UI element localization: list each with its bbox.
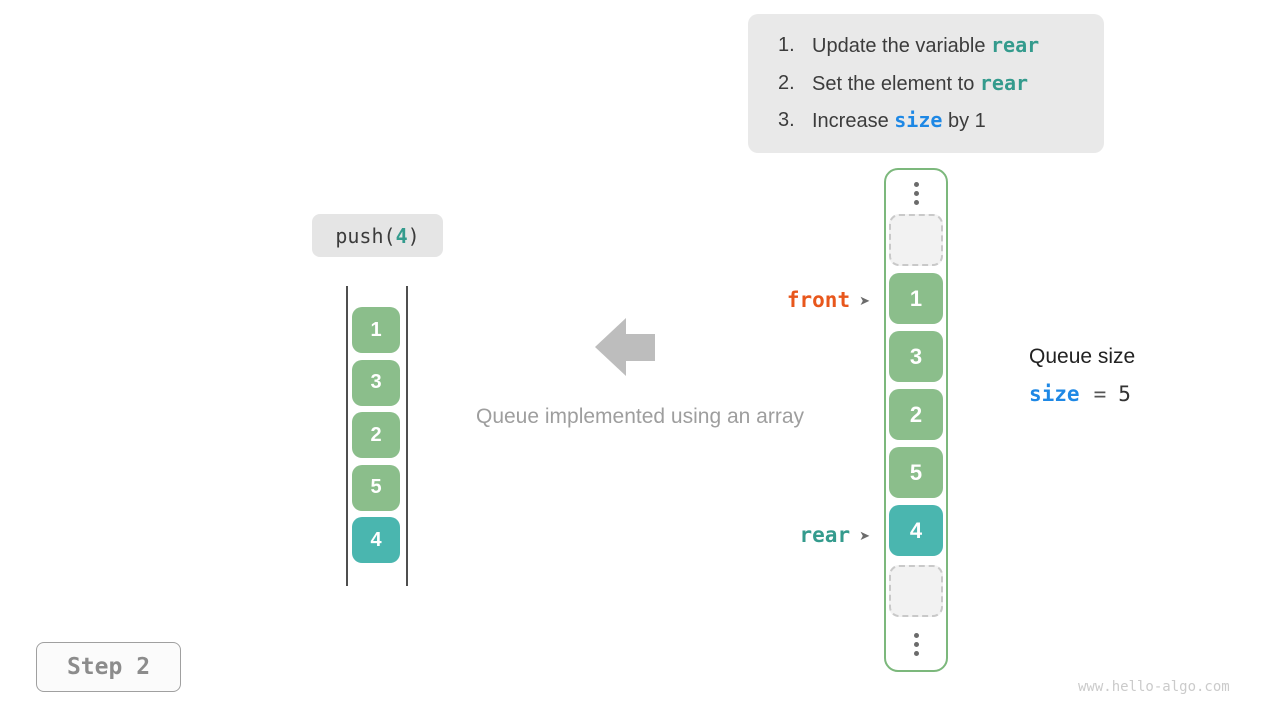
code-token-rear: rear <box>991 33 1040 57</box>
queue-cell: 2 <box>889 389 943 440</box>
rear-pointer-label: rear <box>799 523 851 547</box>
queue-size-block: Queue size size = 5 <box>1029 345 1135 406</box>
diagram-caption: Queue implemented using an array <box>475 405 805 428</box>
arrow-tail <box>626 333 655 361</box>
queue-array: 1 3 2 5 4 <box>884 168 948 672</box>
step-badge: Step 2 <box>36 642 181 692</box>
watermark: www.hello-algo.com <box>1078 679 1230 695</box>
instruction-prefix: Update the variable <box>812 35 992 57</box>
instruction-prefix: Set the element to <box>812 72 980 95</box>
left-arrow-icon <box>595 318 655 376</box>
instruction-suffix: by 1 <box>942 110 986 132</box>
arrow-head <box>595 318 626 376</box>
code-token-rear: rear <box>979 70 1029 95</box>
pointer-arrow-icon: ➤ <box>859 527 870 543</box>
array-cell: 2 <box>352 412 400 458</box>
queue-cell: 3 <box>889 331 943 382</box>
array-cell: 5 <box>352 464 400 511</box>
empty-cell <box>889 565 943 617</box>
queue-cell-rear: 4 <box>889 505 943 556</box>
array-cell: 1 <box>352 307 400 353</box>
instruction-number: 2. <box>778 71 795 94</box>
equals-sign: = <box>1093 382 1107 406</box>
instructions-panel: 1. Update the variable rear 2. Set the e… <box>748 14 1104 153</box>
queue-size-title: Queue size <box>1029 345 1136 368</box>
rear-pointer: rear ➤ <box>738 523 870 547</box>
queue-cell-front: 1 <box>889 273 943 324</box>
instruction-prefix: Increase <box>812 110 895 132</box>
step-label: Step 2 <box>66 654 151 680</box>
instruction-text: Set the element to rear <box>812 70 1029 96</box>
operation-label: push(4) <box>312 214 443 257</box>
front-pointer-label: front <box>786 288 851 312</box>
ellipsis-icon <box>913 182 919 205</box>
array-cell: 3 <box>352 359 400 406</box>
code-token-size: size <box>1029 382 1080 406</box>
array-line-right <box>406 286 408 586</box>
queue-size-value: 5 <box>1118 382 1131 406</box>
instruction-number: 3. <box>778 109 795 131</box>
instruction-number: 1. <box>778 34 795 56</box>
array-line-left <box>346 286 348 586</box>
code-token-size: size <box>894 108 943 132</box>
front-pointer: front ➤ <box>738 288 870 312</box>
array-left: 1 3 2 5 4 <box>352 307 400 563</box>
queue-size-value-row: size = 5 <box>1029 382 1135 406</box>
array-cell-new: 4 <box>352 517 400 563</box>
instruction-item: 1. Update the variable rear <box>778 34 1104 58</box>
instruction-item: 2. Set the element to rear <box>778 70 1104 96</box>
instruction-text: Update the variable rear <box>812 34 1039 58</box>
operation-suffix: ) <box>407 223 420 248</box>
queue-cell: 5 <box>889 447 943 498</box>
instruction-text: Increase size by 1 <box>812 109 986 133</box>
ellipsis-icon <box>913 633 919 656</box>
operation-arg: 4 <box>395 223 408 248</box>
operation-prefix: push( <box>335 223 396 248</box>
pointer-arrow-icon: ➤ <box>859 292 870 308</box>
empty-cell <box>889 214 943 266</box>
instruction-item: 3. Increase size by 1 <box>778 109 1104 133</box>
